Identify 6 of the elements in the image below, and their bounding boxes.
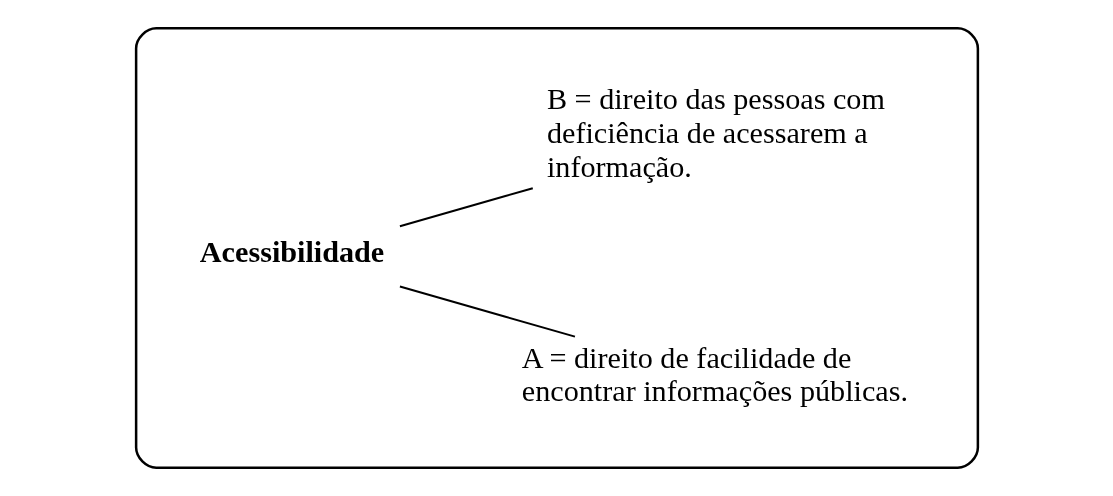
node-text: B = direito das pessoas com deficiência de acessarem a informação. [546, 82, 885, 184]
node-text: Acessibilidade [199, 235, 384, 270]
connector [399, 187, 533, 228]
connector [399, 285, 575, 338]
cluster [134, 27, 979, 469]
node-text: A = direito de facilidade de encontrar informações públicas. [521, 340, 908, 409]
